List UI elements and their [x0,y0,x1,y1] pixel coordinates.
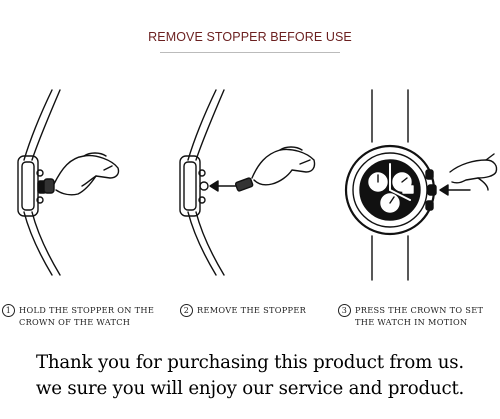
step-number: 3 [338,304,351,317]
illustration-press-crown [344,89,498,281]
step-1: 1 HOLD THE STOPPER ON THE CROWN OF THE WA… [2,304,160,328]
thank-you-line-2: we sure you will enjoy our service and p… [35,378,465,399]
step-text: HOLD THE STOPPER ON THE CROWN OF THE WAT… [19,305,155,327]
instruction-illustrations [17,89,498,281]
step-number: 2 [180,304,193,317]
thank-you-line-1: Thank you for purchasing this product fr… [35,352,465,373]
step-text: REMOVE THE STOPPER [197,305,307,315]
header-underline [160,52,340,53]
header: REMOVE STOPPER BEFORE USE [0,0,500,60]
illustration-hold-stopper [17,89,120,276]
illustration-remove-stopper [179,89,316,276]
step-number: 1 [2,304,15,317]
page-title: REMOVE STOPPER BEFORE USE [148,30,352,44]
step-2: 2 REMOVE THE STOPPER [180,304,320,317]
step-text: PRESS THE CROWN TO SET THE WATCH IN MOTI… [355,305,484,327]
step-3: 3 PRESS THE CROWN TO SET THE WATCH IN MOT… [338,304,498,328]
